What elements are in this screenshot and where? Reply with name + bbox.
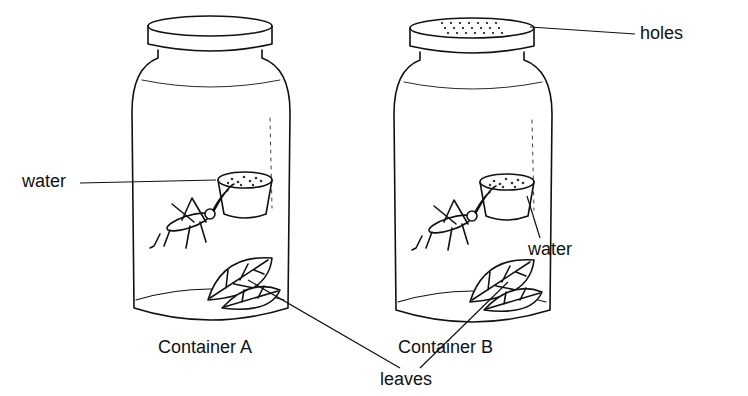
hole xyxy=(444,27,446,29)
leader-line xyxy=(248,280,400,368)
hole xyxy=(492,32,494,34)
hole xyxy=(468,22,470,24)
water-label: water xyxy=(528,240,572,260)
leader-line xyxy=(80,180,216,183)
hole xyxy=(441,22,443,24)
container-a-jar xyxy=(132,16,290,320)
hole xyxy=(489,27,491,29)
leader-line xyxy=(530,27,635,34)
leaves-label: leaves xyxy=(380,370,432,390)
hole xyxy=(462,27,464,29)
hole xyxy=(456,32,458,34)
water-label: water xyxy=(22,172,66,192)
hole xyxy=(480,27,482,29)
leader-line xyxy=(527,196,540,238)
container-label: Container B xyxy=(398,338,493,358)
hole xyxy=(495,22,497,24)
lid-holes xyxy=(441,22,503,34)
container-label: Container A xyxy=(158,338,252,358)
hole xyxy=(477,22,479,24)
hole xyxy=(474,32,476,34)
container-b-jar xyxy=(394,18,552,322)
hole xyxy=(498,27,500,29)
hole xyxy=(453,27,455,29)
holes-label: holes xyxy=(640,24,683,44)
hole xyxy=(486,22,488,24)
hole xyxy=(501,32,503,34)
hole xyxy=(447,32,449,34)
leader-lines xyxy=(80,27,635,368)
hole xyxy=(471,27,473,29)
hole xyxy=(465,32,467,34)
hole xyxy=(459,22,461,24)
hole xyxy=(483,32,485,34)
hole xyxy=(450,22,452,24)
